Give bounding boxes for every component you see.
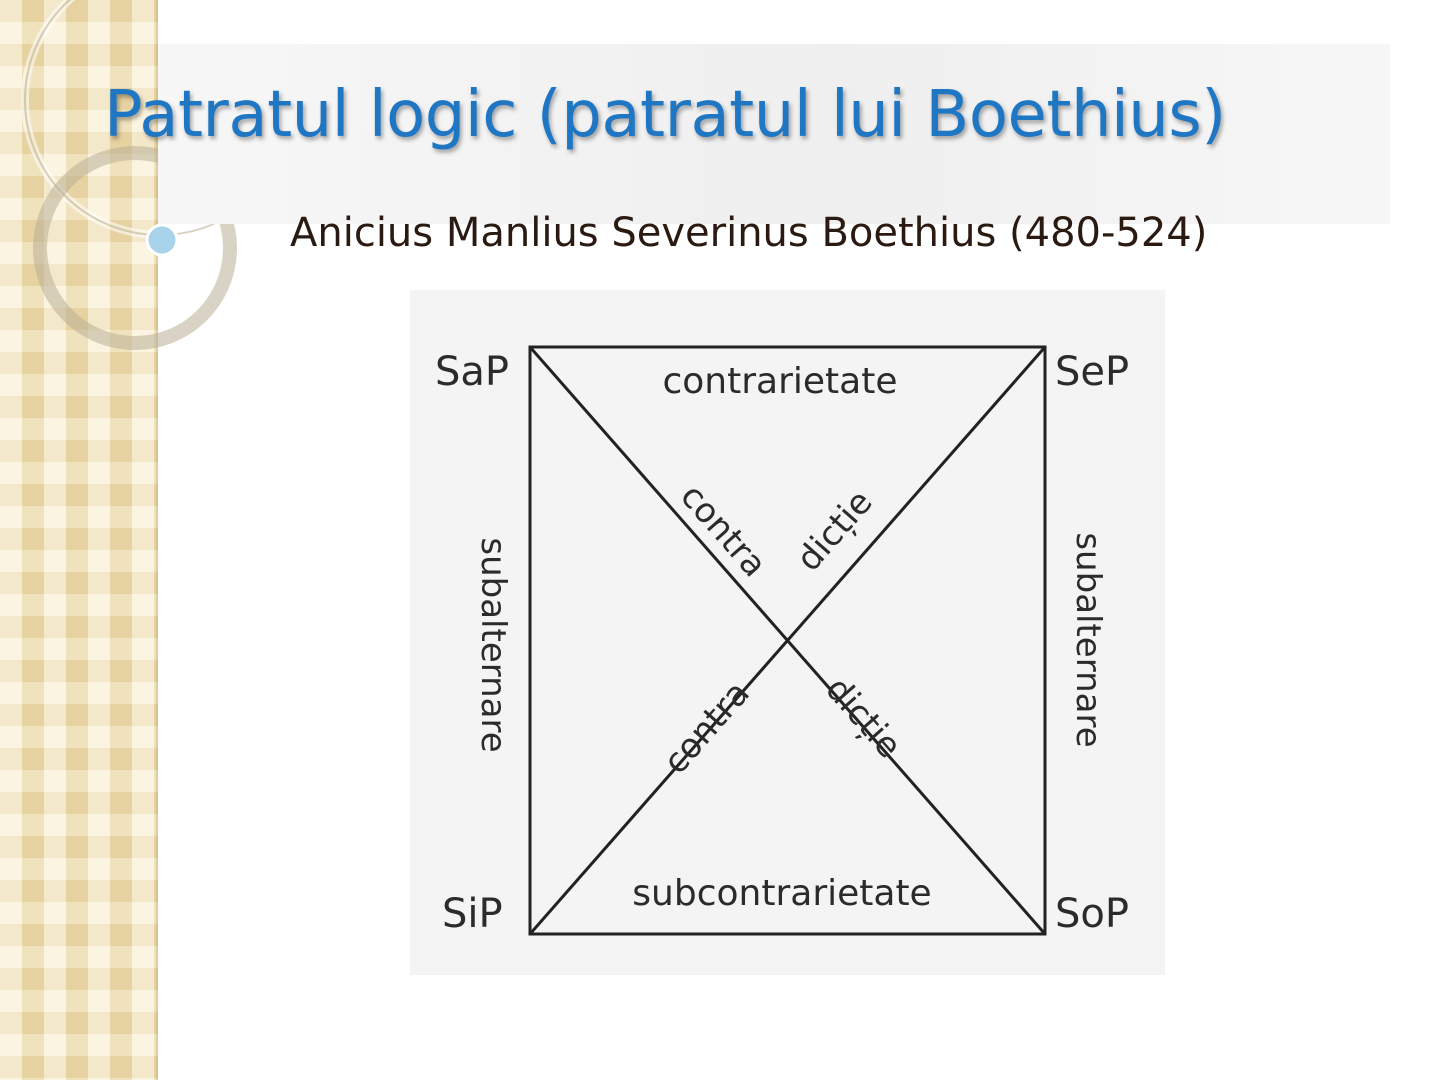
logical-square-svg: SaP SeP SiP SoP contrarietate subcontrar… [435, 345, 1129, 937]
diagonal-label-dictie-lower: dicție [817, 669, 909, 766]
title-band [158, 44, 1390, 224]
bullet-dot-icon [145, 223, 179, 257]
corner-label-sap: SaP [435, 349, 509, 395]
corner-label-sip: SiP [442, 891, 503, 937]
logical-square-diagram: SaP SeP SiP SoP contrarietate subcontrar… [410, 290, 1165, 975]
diagonal-label-dictie-upper: dicție [789, 482, 881, 579]
diagonal-line-2 [528, 346, 1047, 935]
edge-label-contrarietate: contrarietate [662, 361, 897, 402]
edge-label-subalternare-right: subalternare [1068, 532, 1108, 747]
square-outline [528, 345, 1047, 936]
edge-label-subalternare-left: subalternare [473, 537, 513, 752]
slide-subtitle: Anicius Manlius Severinus Boethius (480-… [290, 210, 1208, 256]
corner-label-sop: SoP [1055, 891, 1129, 937]
slide-title: Patratul logic (patratul lui Boethius) [104, 78, 1226, 152]
deco-ring-small [33, 146, 237, 350]
diagonal-label-contra-lower: contra [656, 674, 758, 782]
edge-label-subcontrarietate: subcontrarietate [632, 873, 931, 914]
corner-label-sep: SeP [1055, 349, 1129, 395]
